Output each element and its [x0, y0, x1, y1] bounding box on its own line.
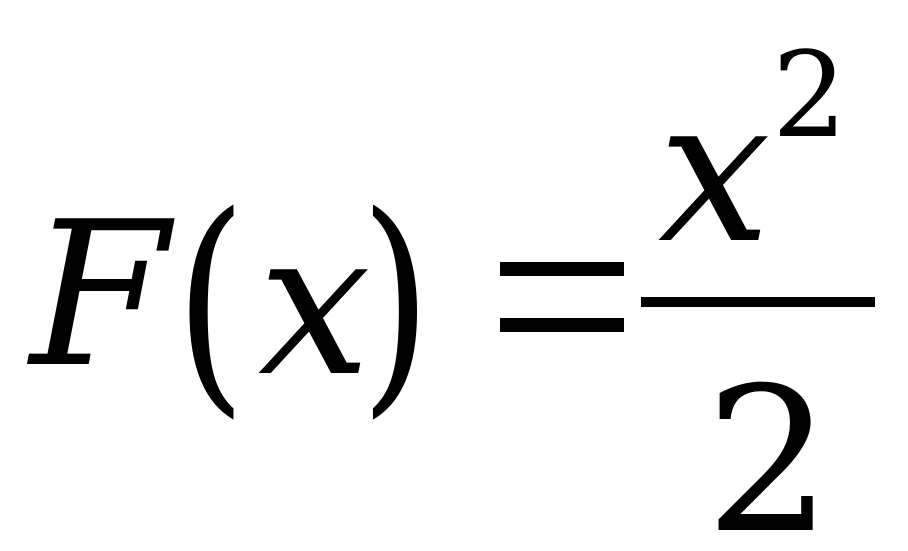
numerator-base: x [658, 55, 771, 288]
equals-sign-bottom-bar [500, 318, 624, 332]
fraction-bar [641, 297, 875, 307]
numerator-exponent: 2 [772, 26, 848, 164]
equals-sign-top-bar [500, 262, 624, 276]
function-argument: x [258, 188, 371, 421]
denominator: 2 [705, 345, 833, 551]
function-name: F [30, 179, 169, 412]
close-parenthesis: ) [360, 166, 432, 439]
open-parenthesis: ( [175, 166, 247, 439]
